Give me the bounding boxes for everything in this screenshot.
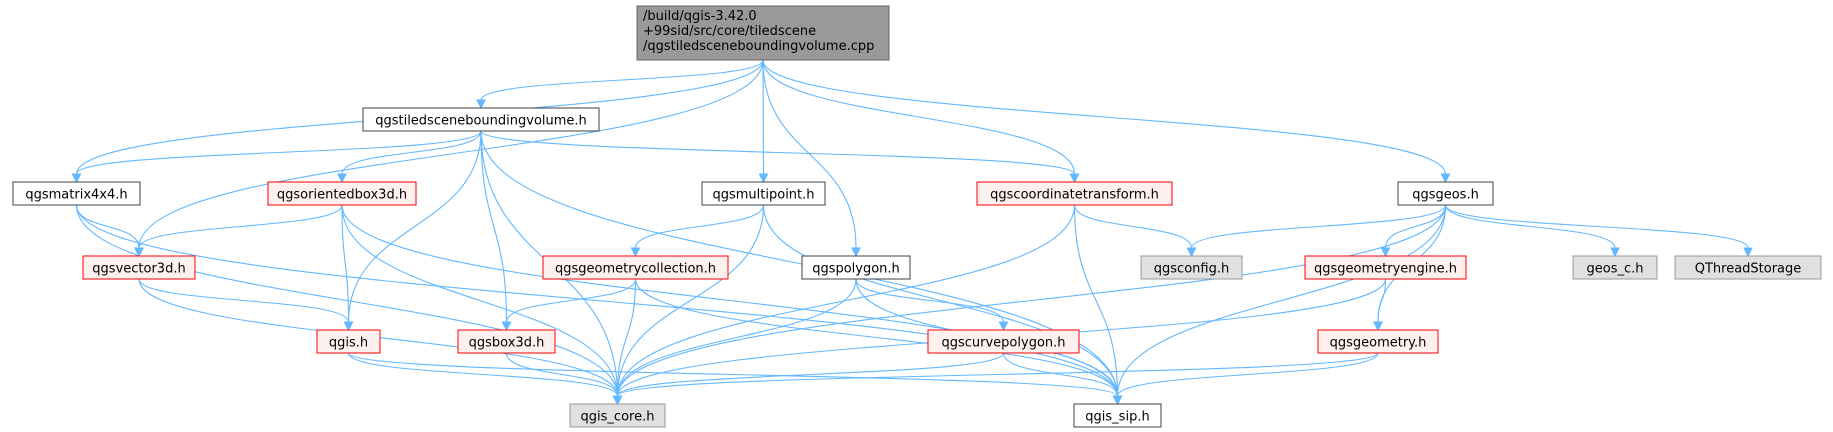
node-label: qgsorientedbox3d.h xyxy=(277,188,407,203)
edges-layer xyxy=(71,59,1753,406)
node-label: qgscoordinatetransform.h xyxy=(990,188,1159,203)
node-box xyxy=(316,329,381,354)
node-qgis_core_h[interactable]: qgis_core.h xyxy=(569,403,666,428)
edge-qgsgeometry_h-to-qgis_core_h xyxy=(612,352,1379,406)
edge-qgsvector3d_h-to-qgis_h xyxy=(138,278,354,332)
node-box xyxy=(267,181,417,206)
node-box xyxy=(1674,255,1822,280)
node-label: qgsconfig.h xyxy=(1154,262,1229,277)
node-label: geos_c.h xyxy=(1587,262,1644,277)
node-box xyxy=(801,255,911,280)
node-box xyxy=(82,255,196,280)
edge-qgspolygon_h-to-qgscurvepolygon_h xyxy=(855,278,1009,332)
node-label: qgspolygon.h xyxy=(812,262,900,277)
edge-qgsgeos_h-to-geos_c_h xyxy=(1444,204,1620,258)
node-box xyxy=(1397,181,1494,206)
node-label: qgsgeometrycollection.h xyxy=(555,262,716,277)
node-label: +99sid/src/core/tiledscene xyxy=(643,24,816,39)
node-label: qgscurvepolygon.h xyxy=(941,336,1065,351)
edge-qgstiledsceneboundingvolume_h-to-qgsorientedbox3d_h xyxy=(337,130,482,184)
node-label: qgis_sip.h xyxy=(1085,410,1149,425)
node-qgspolygon_h[interactable]: qgspolygon.h xyxy=(801,255,911,280)
node-box xyxy=(542,255,729,280)
node-label: qgsgeos.h xyxy=(1412,188,1479,203)
node-label: qgis_core.h xyxy=(581,410,655,425)
edge-qgscoordinatetransform_h-to-qgsconfig_h xyxy=(1073,204,1197,258)
node-geos_c_h[interactable]: geos_c.h xyxy=(1572,255,1658,280)
node-box xyxy=(636,5,890,61)
node-label: qgsgeometryengine.h xyxy=(1314,262,1457,277)
node-qgsbox3d_h[interactable]: qgsbox3d.h xyxy=(457,329,556,354)
node-qgstiledsceneboundingvolume_h[interactable]: qgstiledsceneboundingvolume.h xyxy=(362,107,600,132)
edge-root-to-qgsgeos_h xyxy=(762,59,1451,184)
node-label: qgsmultipoint.h xyxy=(712,188,814,203)
edge-qgsmatrix4x4_h-to-qgsvector3d_h xyxy=(75,204,144,258)
node-box xyxy=(927,329,1080,354)
node-box xyxy=(12,181,141,206)
edge-qgsorientedbox3d_h-to-qgis_h xyxy=(341,204,354,332)
node-label: QThreadStorage xyxy=(1695,262,1802,277)
edge-qgsmultipoint_h-to-qgsgeometrycollection_h xyxy=(630,204,765,258)
edge-root-to-qgsmultipoint_h xyxy=(758,59,769,184)
node-label: qgsvector3d.h xyxy=(92,262,185,277)
edge-qgsorientedbox3d_h-to-qgsvector3d_h xyxy=(134,204,343,258)
edge-qgsgeometryengine_h-to-qgsgeometry_h xyxy=(1373,278,1387,332)
edge-qgstiledsceneboundingvolume_h-to-qgsmatrix4x4_h xyxy=(71,130,482,184)
edge-qgscurvepolygon_h-to-qgis_core_h xyxy=(612,352,1005,406)
node-qgscurvepolygon_h[interactable]: qgscurvepolygon.h xyxy=(927,329,1080,354)
node-qgsgeometry_h[interactable]: qgsgeometry.h xyxy=(1317,329,1439,354)
edge-qgstiledsceneboundingvolume_h-to-qgsbox3d_h xyxy=(480,130,512,332)
edge-root-to-qgspolygon_h xyxy=(762,59,861,258)
node-label: qgstiledsceneboundingvolume.h xyxy=(375,114,587,129)
edge-root-to-qgsvector3d_h xyxy=(134,59,764,258)
node-box xyxy=(362,107,600,132)
node-box xyxy=(1140,255,1243,280)
node-label: qgsbox3d.h xyxy=(469,336,545,351)
node-box xyxy=(1073,403,1162,428)
edge-qgstiledsceneboundingvolume_h-to-qgscoordinatetransform_h xyxy=(480,130,1080,184)
node-qgscoordinatetransform_h[interactable]: qgscoordinatetransform.h xyxy=(976,181,1173,206)
node-qgis_sip_h[interactable]: qgis_sip.h xyxy=(1073,403,1162,428)
node-qgsorientedbox3d_h[interactable]: qgsorientedbox3d.h xyxy=(267,181,417,206)
edge-qgsgeos_h-to-qthreadstorage xyxy=(1444,204,1753,258)
node-qgsvector3d_h[interactable]: qgsvector3d.h xyxy=(82,255,196,280)
nodes-layer: /build/qgis-3.42.0+99sid/src/core/tileds… xyxy=(12,5,1822,428)
node-box xyxy=(457,329,556,354)
node-qgsmatrix4x4_h[interactable]: qgsmatrix4x4.h xyxy=(12,181,141,206)
node-box xyxy=(1572,255,1658,280)
edge-qgsgeometry_h-to-qgis_sip_h xyxy=(1112,352,1379,406)
node-qgis_h[interactable]: qgis.h xyxy=(316,329,381,354)
node-label: /build/qgis-3.42.0 xyxy=(643,9,757,24)
node-qthreadstorage[interactable]: QThreadStorage xyxy=(1674,255,1822,280)
edge-qgstiledsceneboundingvolume_h-to-qgis_h xyxy=(343,130,482,332)
node-box xyxy=(976,181,1173,206)
node-qgsmultipoint_h[interactable]: qgsmultipoint.h xyxy=(701,181,826,206)
node-label: qgsmatrix4x4.h xyxy=(25,188,127,203)
edge-qgsmatrix4x4_h-to-qgis_core_h xyxy=(75,204,623,406)
node-qgsgeometryengine_h[interactable]: qgsgeometryengine.h xyxy=(1304,255,1467,280)
edge-qgsgeometrycollection_h-to-qgsbox3d_h xyxy=(501,278,637,332)
node-box xyxy=(701,181,826,206)
node-box xyxy=(1304,255,1467,280)
node-qgsgeometrycollection_h[interactable]: qgsgeometrycollection.h xyxy=(542,255,729,280)
node-label: qgis.h xyxy=(329,336,368,351)
edge-root-to-qgstiledsceneboundingvolume_h xyxy=(476,59,764,110)
node-box xyxy=(1317,329,1439,354)
edge-qgsgeos_h-to-qgsconfig_h xyxy=(1186,204,1447,258)
node-root[interactable]: /build/qgis-3.42.0+99sid/src/core/tileds… xyxy=(636,5,890,61)
node-box xyxy=(569,403,666,428)
edge-qgsmatrix4x4_h-to-qgis_sip_h xyxy=(75,204,1123,406)
node-qgsgeos_h[interactable]: qgsgeos.h xyxy=(1397,181,1494,206)
edge-qgis_h-to-qgis_core_h xyxy=(347,352,623,406)
node-label: /qgstiledsceneboundingvolume.cpp xyxy=(643,39,874,54)
edge-qgsbox3d_h-to-qgis_core_h xyxy=(505,352,623,406)
node-label: qgsgeometry.h xyxy=(1330,336,1427,351)
node-qgsconfig_h[interactable]: qgsconfig.h xyxy=(1140,255,1243,280)
edge-qgsgeos_h-to-qgis_sip_h xyxy=(1112,204,1447,406)
